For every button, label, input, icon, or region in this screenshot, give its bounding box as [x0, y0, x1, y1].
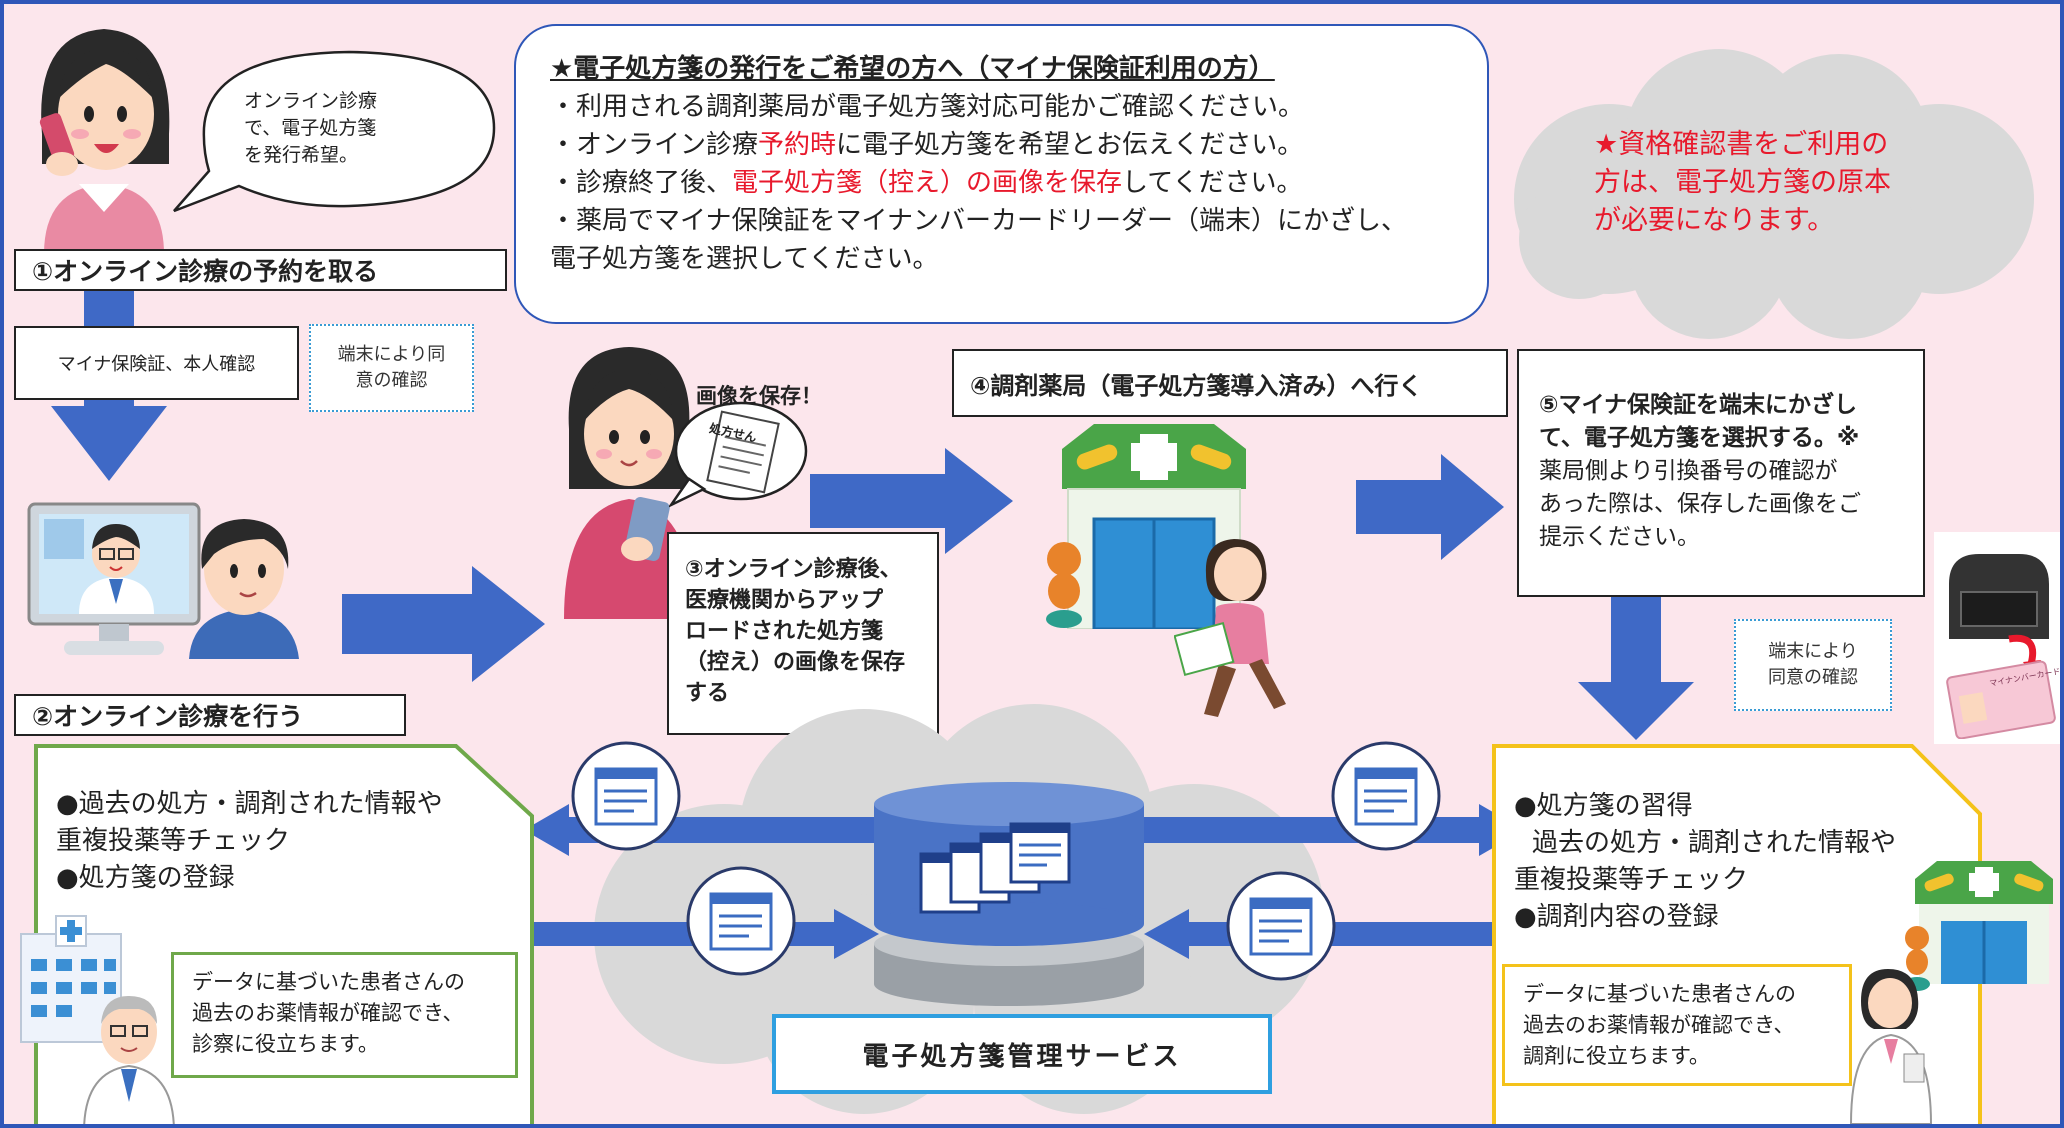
document-icon	[1331, 741, 1441, 851]
step3-line: ロードされた処方箋	[685, 619, 884, 644]
card-reader-illustration	[1946, 554, 2056, 739]
hospital-line: ●過去の処方・調剤された情報や	[56, 789, 443, 819]
guide-highlight: 予約時	[758, 130, 837, 160]
consent-line: 同意の確認	[1768, 667, 1858, 688]
pharmacy-line: ●調剤内容の登録	[1514, 902, 1719, 932]
hospital-panel-text: ●過去の処方・調剤された情報や 重複投薬等チェック ●処方箋の登録	[56, 786, 443, 897]
pharmacy-line: 過去の処方・調剤された情報や	[1532, 828, 1897, 858]
pharmacy-note-line: データに基づいた患者さんの	[1523, 982, 1796, 1006]
step5-line: あった際は、保存した画像をご	[1539, 491, 1861, 517]
document-icon	[571, 741, 681, 851]
prescription-management-service-label: 電子処方箋管理サービス	[772, 1014, 1272, 1094]
flow-arrow-down	[1578, 597, 1694, 740]
step5-box: ⑤マイナ保険証を端末にかざし て、電子処方箋を選択する。※ 薬局側より引換番号の…	[1517, 349, 1925, 597]
step5-line: ⑤マイナ保険証を端末にかざし	[1539, 392, 1858, 418]
video-monitor-doctor-illustration	[27, 502, 201, 655]
guide-text: ・オンライン診療	[550, 130, 759, 160]
step4-label: ④調剤薬局（電子処方箋導入済み）へ行く	[952, 349, 1508, 417]
speech-bubble-text: オンライン診療 で、電子処方箋 を発行希望。	[244, 88, 464, 169]
step3-line: 医療機関からアップ	[685, 588, 884, 613]
guide-text: に電子処方箋を希望とお伝えください。	[836, 130, 1304, 160]
pharmacy-building-icon	[1915, 861, 2053, 984]
pharmacy-note-line: 調剤に役立ちます。	[1523, 1044, 1710, 1068]
consent-line: 端末により	[1768, 641, 1858, 662]
speech-line: オンライン診療	[244, 90, 378, 112]
step5-line: 薬局側より引換番号の確認が	[1539, 458, 1838, 484]
pharmacy-line: ●処方箋の習得	[1514, 791, 1693, 821]
step3-line: （控え）の画像を保存	[685, 650, 906, 675]
pharmacy-note-line: 過去のお薬情報が確認でき、	[1523, 1013, 1795, 1037]
hospital-note-line: データに基づいた患者さんの	[192, 970, 465, 994]
speech-line: を発行希望。	[244, 144, 359, 166]
speech-bubble-shape	[173, 50, 496, 213]
step3-box: ③オンライン診療後、 医療機関からアップ ロードされた処方箋 （控え）の画像を保…	[667, 532, 939, 735]
step1-label: ①オンライン診療の予約を取る	[14, 249, 507, 291]
prescription-thought-bubble	[669, 401, 808, 508]
step3-line: ③オンライン診療後、	[685, 557, 902, 582]
notice-cloud-shape	[1514, 49, 2034, 339]
cloud-notice-text: ★資格確認書をご利用の 方は、電子処方箋の原本 が必要になります。	[1594, 126, 1954, 240]
step5-line: て、電子処方箋を選択する。※	[1539, 425, 1860, 451]
document-icon	[1226, 871, 1336, 981]
notice-line: 方は、電子処方箋の原本	[1594, 167, 1891, 198]
consent-line: 端末により同	[337, 344, 446, 365]
guide-line: 電子処方箋を選択してください。	[550, 244, 939, 274]
terminal-consent-box: 端末により同 意の確認	[309, 324, 474, 412]
hospital-note-line: 過去のお薬情報が確認でき、	[192, 1001, 464, 1025]
guide-text: ・診療終了後、	[550, 168, 733, 198]
flow-arrow-right	[810, 448, 1013, 554]
flow-arrow-right	[1356, 454, 1504, 560]
step3-line: する	[685, 681, 730, 706]
notice-line: が必要になります。	[1594, 205, 1835, 236]
guide-text: してください。	[1122, 168, 1303, 198]
walking-woman-illustration	[1174, 539, 1286, 717]
terminal-consent-box: 端末により 同意の確認	[1734, 619, 1892, 711]
pharmacist-illustration	[1849, 969, 1933, 1124]
hospital-line: ●処方箋の登録	[56, 863, 235, 893]
mynumber-check-box: マイナ保険証、本人確認	[14, 326, 299, 400]
woman-on-phone-illustration	[39, 29, 170, 254]
guide-line: ・診療終了後、電子処方箋（控え）の画像を保存してください。	[550, 164, 1453, 202]
consent-line: 意の確認	[355, 370, 428, 391]
patient-man-illustration	[189, 519, 299, 659]
flow-arrow-right	[342, 566, 545, 682]
mascot-statue-illustration	[1046, 542, 1082, 628]
electronic-prescription-guide-box: ★電子処方箋の発行をご希望の方へ（マイナ保険証利用の方） ・利用される調剤薬局が…	[514, 24, 1489, 324]
hospital-line: 重複投薬等チェック	[56, 826, 291, 856]
guide-line: ・オンライン診療予約時に電子処方箋を希望とお伝えください。	[550, 126, 1453, 164]
save-image-label: 画像を保存！	[696, 384, 822, 408]
hospital-note-box: データに基づいた患者さんの 過去のお薬情報が確認でき、 診察に役立ちます。	[171, 952, 518, 1078]
guide-line: ・薬局でマイナ保険証をマイナンバーカードリーダー（端末）にかざし、	[550, 206, 1407, 236]
speech-line: で、電子処方箋	[244, 117, 377, 139]
doctor-illustration	[83, 996, 175, 1124]
guide-highlight: 電子処方箋（控え）の画像を保存	[732, 168, 1123, 198]
hospital-note-line: 診察に役立ちます。	[192, 1032, 379, 1056]
woman-with-smartphone-illustration	[564, 347, 694, 619]
guide-line: ・利用される調剤薬局が電子処方箋対応可能かご確認ください。	[550, 92, 1305, 122]
pharmacy-note-box: データに基づいた患者さんの 過去のお薬情報が確認でき、 調剤に役立ちます。	[1502, 964, 1852, 1086]
notice-line: ★資格確認書をご利用の	[1594, 129, 1889, 160]
pharmacy-panel-text: ●処方箋の習得 過去の処方・調剤された情報や 重複投薬等チェック ●調剤内容の登…	[1514, 788, 1896, 936]
step2-label: ②オンライン診療を行う	[14, 694, 406, 736]
database-icon	[874, 782, 1144, 1006]
step5-line: 提示ください。	[1539, 524, 1700, 550]
pharmacy-line: 重複投薬等チェック	[1514, 865, 1749, 895]
guide-title: ★電子処方箋の発行をご希望の方へ（マイナ保険証利用の方）	[550, 54, 1275, 84]
mascot-statue-icon	[1904, 926, 1930, 991]
document-icon	[686, 866, 796, 976]
